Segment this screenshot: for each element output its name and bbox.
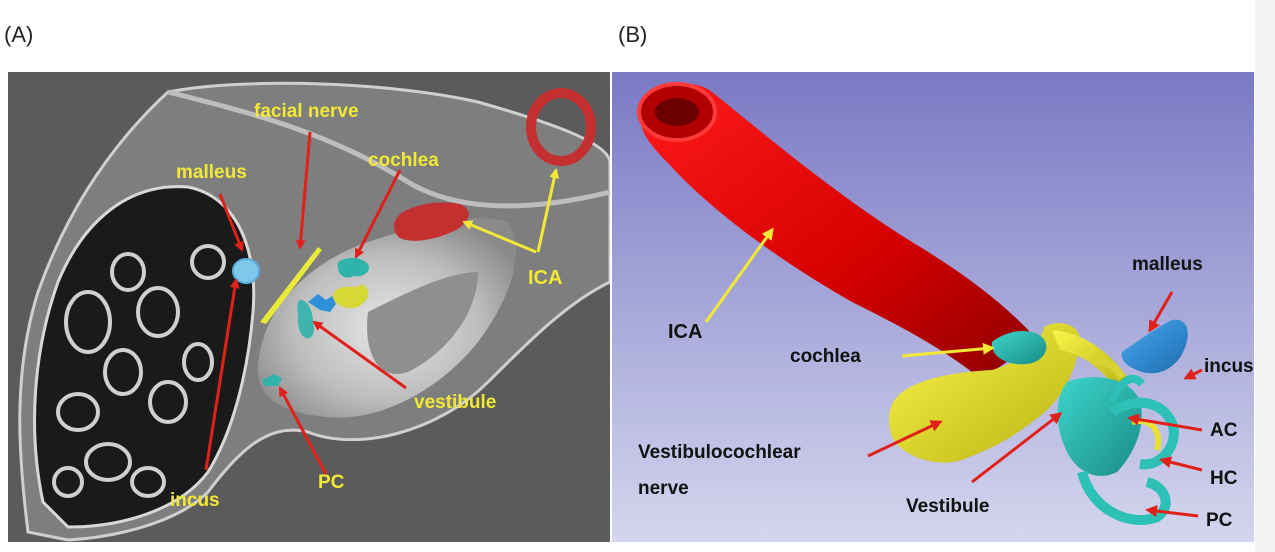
3d-render-panel: ICA malleus incus cochlea Vestibulocochl… [612,72,1254,542]
vestibule-teal-segmentation [297,300,314,339]
ica-arrow-1 [462,220,537,254]
incus-label: incus [1204,356,1254,377]
nerve-arrow [867,420,943,458]
vestibule-arrow [312,320,407,390]
ica-arrow-2 [536,168,560,253]
pc-label: PC [1206,510,1233,531]
vestibule-label: vestibule [414,392,496,413]
right-margin-strip [1255,0,1275,552]
cochlea-3d [991,330,1047,365]
malleus-segmentation [232,258,260,284]
ica-label: ICA [528,267,562,289]
pc-segmentation [262,374,282,386]
mastoid-air-cells [33,185,256,529]
ct-image-panel: facial nerve malleus cochlea ICA vestibu… [8,72,610,542]
incus-arrow [1183,368,1203,380]
vestibulocochlear-label-line2: nerve [638,478,689,499]
horizontal-canal-3d [1109,397,1180,470]
malleus-label: malleus [176,162,247,183]
ica-label: ICA [668,321,702,343]
panel-b-label: (B) [618,22,648,47]
pc-arrow [278,386,328,475]
facial-nerve-3d [1052,330,1129,390]
vestibule-arrow [971,412,1063,484]
cochlea-arrow [901,342,995,358]
hc-arrow [1159,456,1203,472]
ac-label: AC [1210,420,1238,441]
pc-label: PC [318,472,345,493]
petrous-apex-texture [367,272,478,374]
ica-segmentation-2 [526,88,596,166]
malleus-arrow [218,193,244,252]
incus-label: incus [170,490,220,511]
cochlea-label: cochlea [368,150,439,171]
vestibule-label: Vestibule [906,496,989,517]
malleus-incus-3d [1121,319,1188,374]
cochlea-segmentation [337,257,369,278]
bone-ridge [167,89,610,209]
ica-arrow [704,227,774,323]
anterior-canal-3d [1108,374,1146,404]
posterior-canal-3d [1077,470,1171,525]
panel-a-label: (A) [4,22,34,47]
pc-arrow [1145,505,1199,518]
ossicle-yellow-link [1090,357,1126,380]
malleus-label: malleus [1132,254,1203,275]
ica-3d-model [640,83,1032,373]
ica-segmentation-1 [394,202,469,241]
air-cell-septa [52,244,226,498]
cochlea-label: cochlea [790,346,861,367]
vestibulocochlear-label-line1: Vestibulocochlear [638,442,801,463]
cochlea-arrow [354,169,402,259]
facial-nerve-arrow [295,131,312,250]
3d-render: ICA malleus incus cochlea Vestibulocochl… [612,72,1254,542]
facial-nerve-segmentation [260,247,322,324]
incus-arrow [204,278,240,471]
ac-arrow [1127,413,1203,432]
ct-image: facial nerve malleus cochlea ICA vestibu… [8,72,610,542]
yellow-segmentation [333,284,369,309]
vestibule-blue-segmentation [308,294,336,312]
malleus-arrow [1148,291,1174,333]
ica-lumen [655,98,699,126]
hc-label: HC [1210,468,1238,489]
facial-nerve-label: facial nerve [254,101,359,122]
